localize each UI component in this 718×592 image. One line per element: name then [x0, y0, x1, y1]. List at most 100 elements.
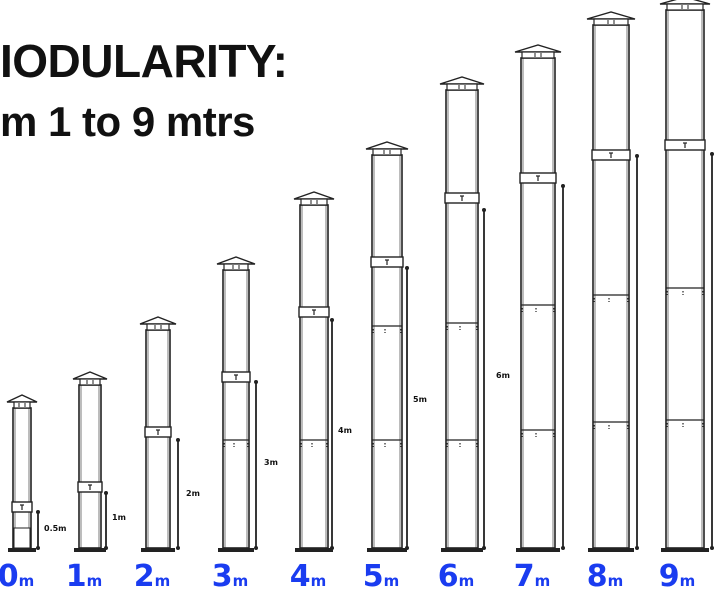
cap-collar [521, 51, 555, 59]
column-cap [365, 141, 409, 150]
dimension-arrow-bottom [104, 546, 108, 550]
title-line-2: m 1 to 9 mtrs [0, 98, 255, 145]
height-label-3m: 3m [212, 559, 249, 592]
cap-collar [372, 148, 402, 156]
height-label-number: 7 [514, 559, 535, 592]
height-label-unit: m [19, 572, 35, 590]
dimension-arrow-bottom [405, 546, 409, 550]
height-label-unit: m [680, 572, 696, 590]
dimension-label-4m: 4m [338, 426, 352, 435]
column-5m [371, 154, 403, 549]
height-label-number: 2 [134, 559, 155, 592]
dimension-arrow-top [405, 266, 409, 270]
height-label-number: 0 [0, 559, 19, 592]
base-plate [367, 548, 407, 552]
dimension-arrow-top [561, 184, 565, 188]
height-label-1m: 1m [66, 559, 103, 592]
dimension-arrow-bottom [482, 546, 486, 550]
cap-collar [223, 263, 249, 271]
cap-collar [79, 378, 101, 386]
dimension-arrow-top [36, 510, 40, 514]
dimension-arrow-top [635, 154, 639, 158]
column-cap [216, 256, 256, 265]
height-label-4m: 4m [290, 559, 327, 592]
dimension-arrow-top [254, 380, 258, 384]
dimension-label-0m: 0.5m [44, 524, 67, 533]
cap-collar [146, 323, 170, 331]
height-label-2m: 2m [134, 559, 171, 592]
dimension-arrow-top [330, 318, 334, 322]
dimension-arrow-bottom [254, 546, 258, 550]
height-label-unit: m [233, 572, 249, 590]
height-label-unit: m [155, 572, 171, 590]
height-label-unit: m [311, 572, 327, 590]
cap-collar [300, 198, 328, 206]
column-cap [139, 316, 177, 325]
height-label-9m: 9m [659, 559, 696, 592]
column-cap [6, 394, 38, 403]
cap-collar [446, 83, 478, 91]
column-6m [445, 89, 479, 549]
base-plate [141, 548, 175, 552]
cap-collar [593, 18, 629, 26]
cap-collar [666, 3, 704, 11]
base-plate [295, 548, 333, 552]
dimension-label-1m: 1m [112, 513, 126, 522]
height-label-number: 8 [587, 559, 608, 592]
dimension-arrow-top [710, 152, 714, 156]
dimension-label-2m: 2m [186, 489, 200, 498]
column-0m [12, 407, 32, 549]
dimension-arrow-bottom [710, 546, 714, 550]
height-label-8m: 8m [587, 559, 624, 592]
column-cap [586, 11, 636, 20]
height-label-0m: 0m [0, 559, 34, 592]
height-label-unit: m [535, 572, 551, 590]
height-label-number: 3 [212, 559, 233, 592]
column-4m [299, 204, 329, 549]
height-label-unit: m [384, 572, 400, 590]
height-label-number: 6 [438, 559, 459, 592]
base-plate [588, 548, 634, 552]
title-line-1: IODULARITY: [0, 35, 288, 87]
cap-collar [13, 401, 31, 409]
base-box [13, 527, 31, 549]
dimension-arrow-bottom [635, 546, 639, 550]
column-7m [520, 57, 556, 549]
height-label-7m: 7m [514, 559, 551, 592]
column-3m [222, 269, 250, 549]
base-plate [441, 548, 483, 552]
height-label-unit: m [608, 572, 624, 590]
dimension-arrow-top [104, 491, 108, 495]
column-cap [72, 371, 108, 380]
column-9m [665, 9, 705, 549]
dimension-arrow-top [176, 438, 180, 442]
base-plate [661, 548, 709, 552]
dimension-arrow-top [482, 208, 486, 212]
dimension-label-3m: 3m [264, 458, 278, 467]
height-label-5m: 5m [363, 559, 400, 592]
column-1m [78, 384, 102, 549]
base-plate [8, 548, 36, 552]
height-label-unit: m [87, 572, 103, 590]
column-2m [145, 329, 171, 549]
height-label-unit: m [459, 572, 475, 590]
dimension-arrow-bottom [561, 546, 565, 550]
column-8m [592, 24, 630, 549]
column-cap [514, 44, 562, 53]
base-plate [218, 548, 254, 552]
base-plate [74, 548, 106, 552]
dimension-arrow-bottom [330, 546, 334, 550]
height-label-6m: 6m [438, 559, 475, 592]
height-label-number: 5 [363, 559, 384, 592]
column-cap [439, 76, 485, 85]
dimension-arrow-bottom [176, 546, 180, 550]
height-label-number: 4 [290, 559, 311, 592]
column-cap [293, 191, 335, 200]
dimension-label-5m: 5m [413, 395, 427, 404]
height-label-number: 9 [659, 559, 680, 592]
base-plate [516, 548, 560, 552]
dimension-label-6m: 6m [496, 371, 510, 380]
height-label-number: 1 [66, 559, 87, 592]
dimension-arrow-bottom [36, 546, 40, 550]
